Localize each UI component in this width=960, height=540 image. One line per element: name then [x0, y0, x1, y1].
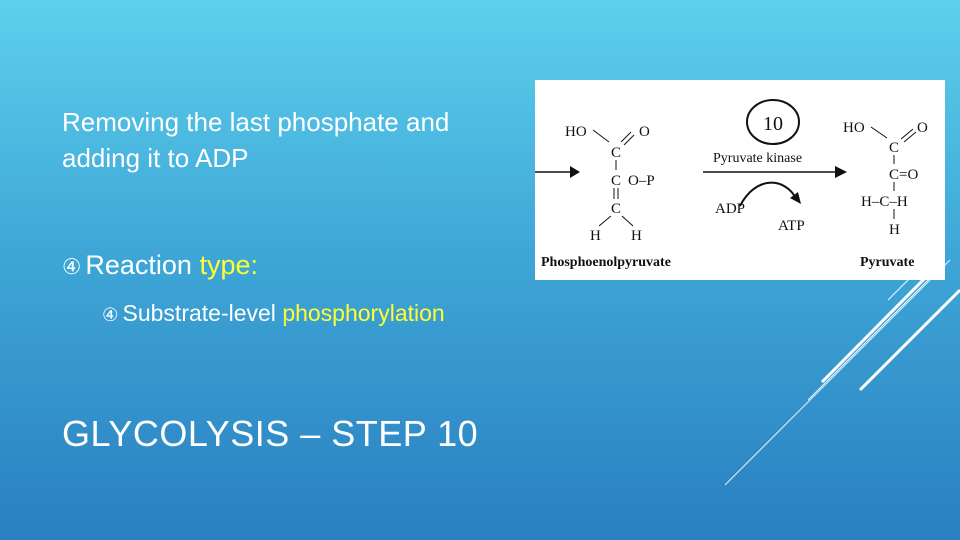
bond — [592, 129, 610, 143]
bond — [623, 134, 635, 146]
enzyme-label: Pyruvate kinase — [713, 151, 802, 166]
slide-title: GLYCOLYSIS – STEP 10 — [62, 413, 479, 454]
bullet-label: Reaction — [85, 250, 192, 280]
deco-line-3 — [807, 269, 939, 401]
pep-c3: C — [611, 201, 621, 217]
bond — [870, 126, 888, 139]
atp-curve-head — [790, 192, 801, 204]
pyr-c1: C — [889, 140, 899, 156]
pep-c2: C — [611, 173, 621, 189]
pyr-ho: HO — [843, 120, 865, 136]
intro-line-1: Removing the last phosphate and — [62, 107, 450, 137]
intro-text: Removing the last phosphate and adding i… — [62, 104, 449, 176]
bond — [620, 131, 632, 143]
atp-label: ATP — [778, 218, 805, 234]
bond — [598, 215, 612, 227]
product-name: Pyruvate — [860, 255, 914, 270]
atp-curve — [739, 181, 798, 207]
pep-op: O–P — [628, 173, 655, 189]
bullet-label: Substrate-level — [122, 300, 276, 326]
deco-line-1 — [820, 266, 937, 384]
pep-h1: H — [590, 228, 601, 244]
adp-label: ADP — [715, 201, 745, 217]
incoming-arrowhead — [570, 166, 580, 178]
bullet-value: phosphorylation — [282, 300, 445, 326]
pyr-h: H — [889, 222, 900, 238]
bond — [621, 215, 634, 227]
bond — [903, 131, 917, 143]
pep-h2: H — [631, 228, 642, 244]
pep-ho: HO — [565, 124, 587, 140]
pyr-o: O — [917, 120, 928, 136]
substrate-name: Phosphoenolpyruvate — [541, 255, 671, 270]
pyr-c3: H–C–H — [861, 194, 908, 210]
main-arrowhead — [835, 166, 847, 178]
bullet-value: type: — [199, 250, 258, 280]
pep-c1: C — [611, 145, 621, 161]
pep-o: O — [639, 124, 650, 140]
pyr-c2: C=O — [889, 167, 918, 183]
bond — [900, 128, 914, 140]
reaction-svg: HO O C C O–P C H H 10 Pyruvate kinase — [535, 99, 928, 270]
deco-line-2 — [858, 288, 960, 392]
deco-line-4 — [724, 259, 951, 486]
reaction-diagram: HO O C C O–P C H H 10 Pyruvate kinase — [535, 80, 945, 280]
step-circle — [746, 99, 800, 145]
bullet-icon: ④ — [62, 255, 82, 280]
step-number: 10 — [763, 113, 783, 135]
bullet-icon: ④ — [102, 305, 119, 326]
intro-line-2: adding it to ADP — [62, 143, 249, 173]
